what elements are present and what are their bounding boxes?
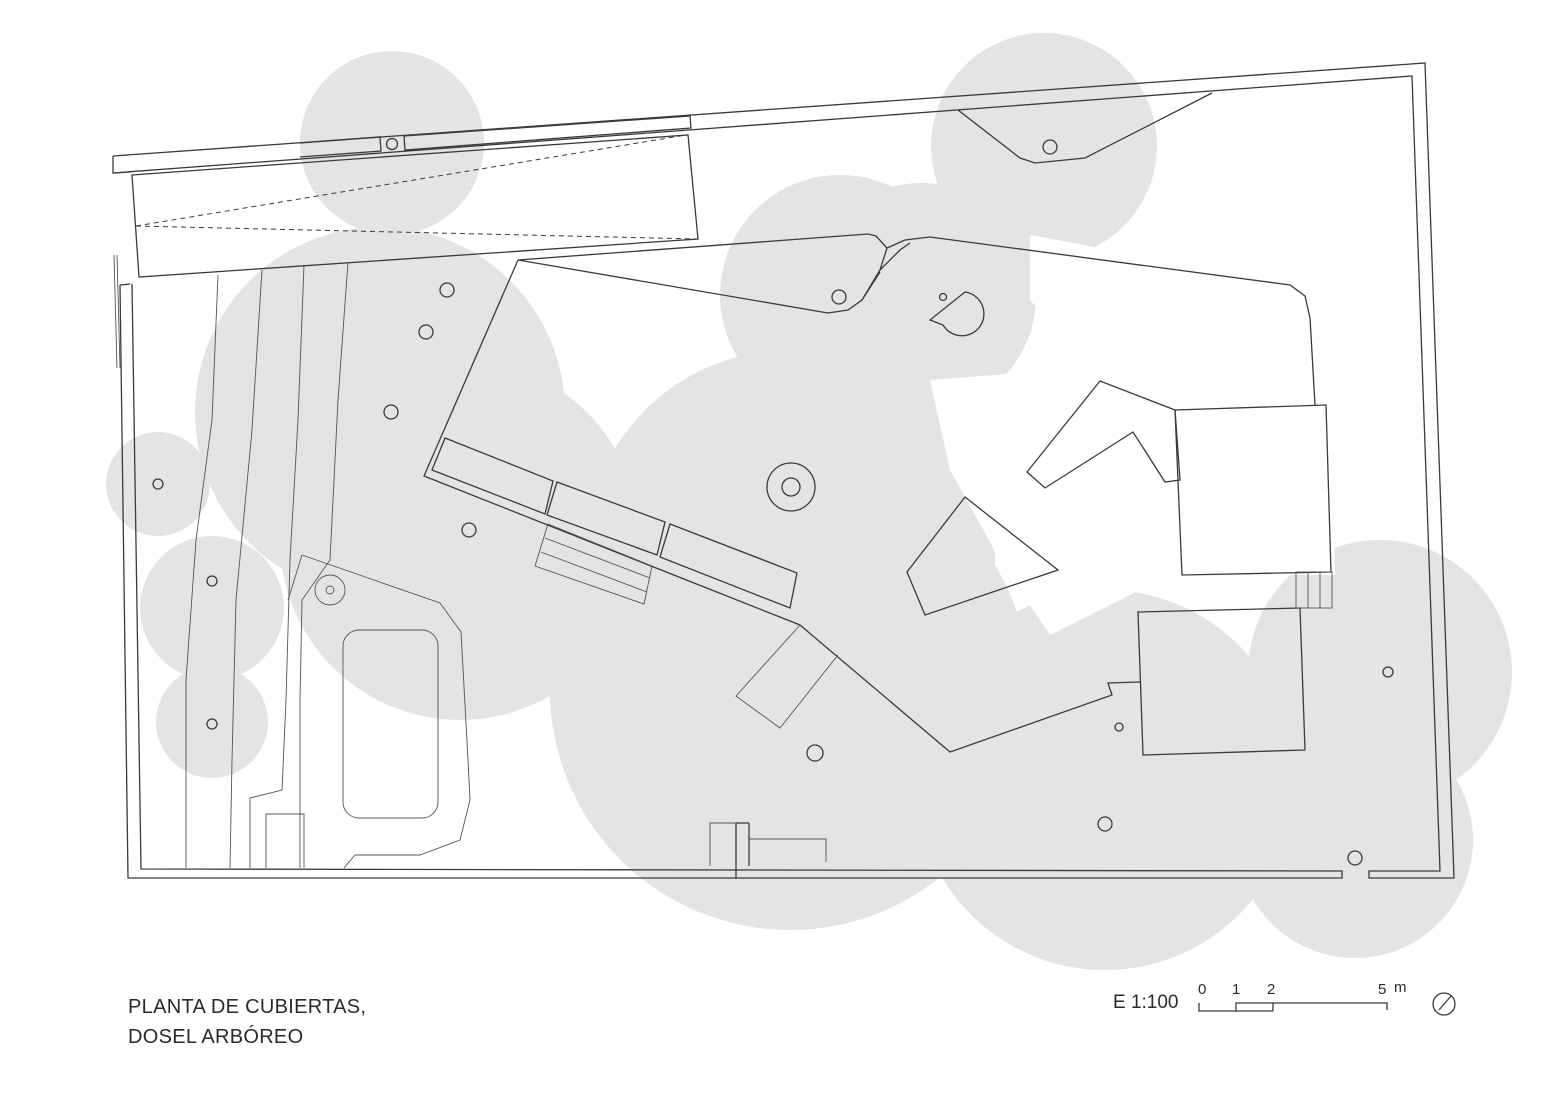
canopy-circle (106, 432, 210, 536)
trunk-markers (152, 282, 1394, 866)
canopy-circle (300, 51, 484, 235)
canopy-circle (931, 33, 1157, 259)
north-shed-roof (131, 134, 699, 278)
north-arrow-icon (1432, 992, 1456, 1016)
canopy-circle (915, 590, 1295, 970)
scale-unit: m (1394, 979, 1407, 996)
title-line-2: DOSEL ARBÓREO (128, 1026, 304, 1048)
canopy-circle (550, 450, 1030, 930)
scale-bar (1198, 1002, 1388, 1012)
scale-tick-0: 0 (1198, 981, 1207, 998)
tree-canopy (106, 33, 1512, 970)
scale-tick-5: 5 (1378, 981, 1387, 998)
east-pavilions (906, 380, 1333, 756)
main-roof (423, 233, 1316, 753)
north-wall-details (299, 115, 692, 158)
boundary-wall (112, 62, 1455, 879)
scale-tick-2: 2 (1267, 981, 1276, 998)
canopy-circle (1248, 540, 1512, 804)
scale-label: E 1:100 (1113, 992, 1179, 1013)
title-line-1: PLANTA DE CUBIERTAS, (128, 996, 367, 1018)
canopy-circle (156, 666, 268, 778)
west-paths (185, 261, 471, 869)
canopy-circle (140, 536, 284, 680)
ne-roof-piece (957, 92, 1213, 164)
skylights (431, 437, 839, 729)
central-circle (766, 462, 816, 512)
drawing-title: PLANTA DE CUBIERTAS, DOSEL ARBÓREO (128, 992, 366, 1052)
canopy-circle (808, 183, 1036, 411)
scale-tick-1: 1 (1232, 981, 1241, 998)
